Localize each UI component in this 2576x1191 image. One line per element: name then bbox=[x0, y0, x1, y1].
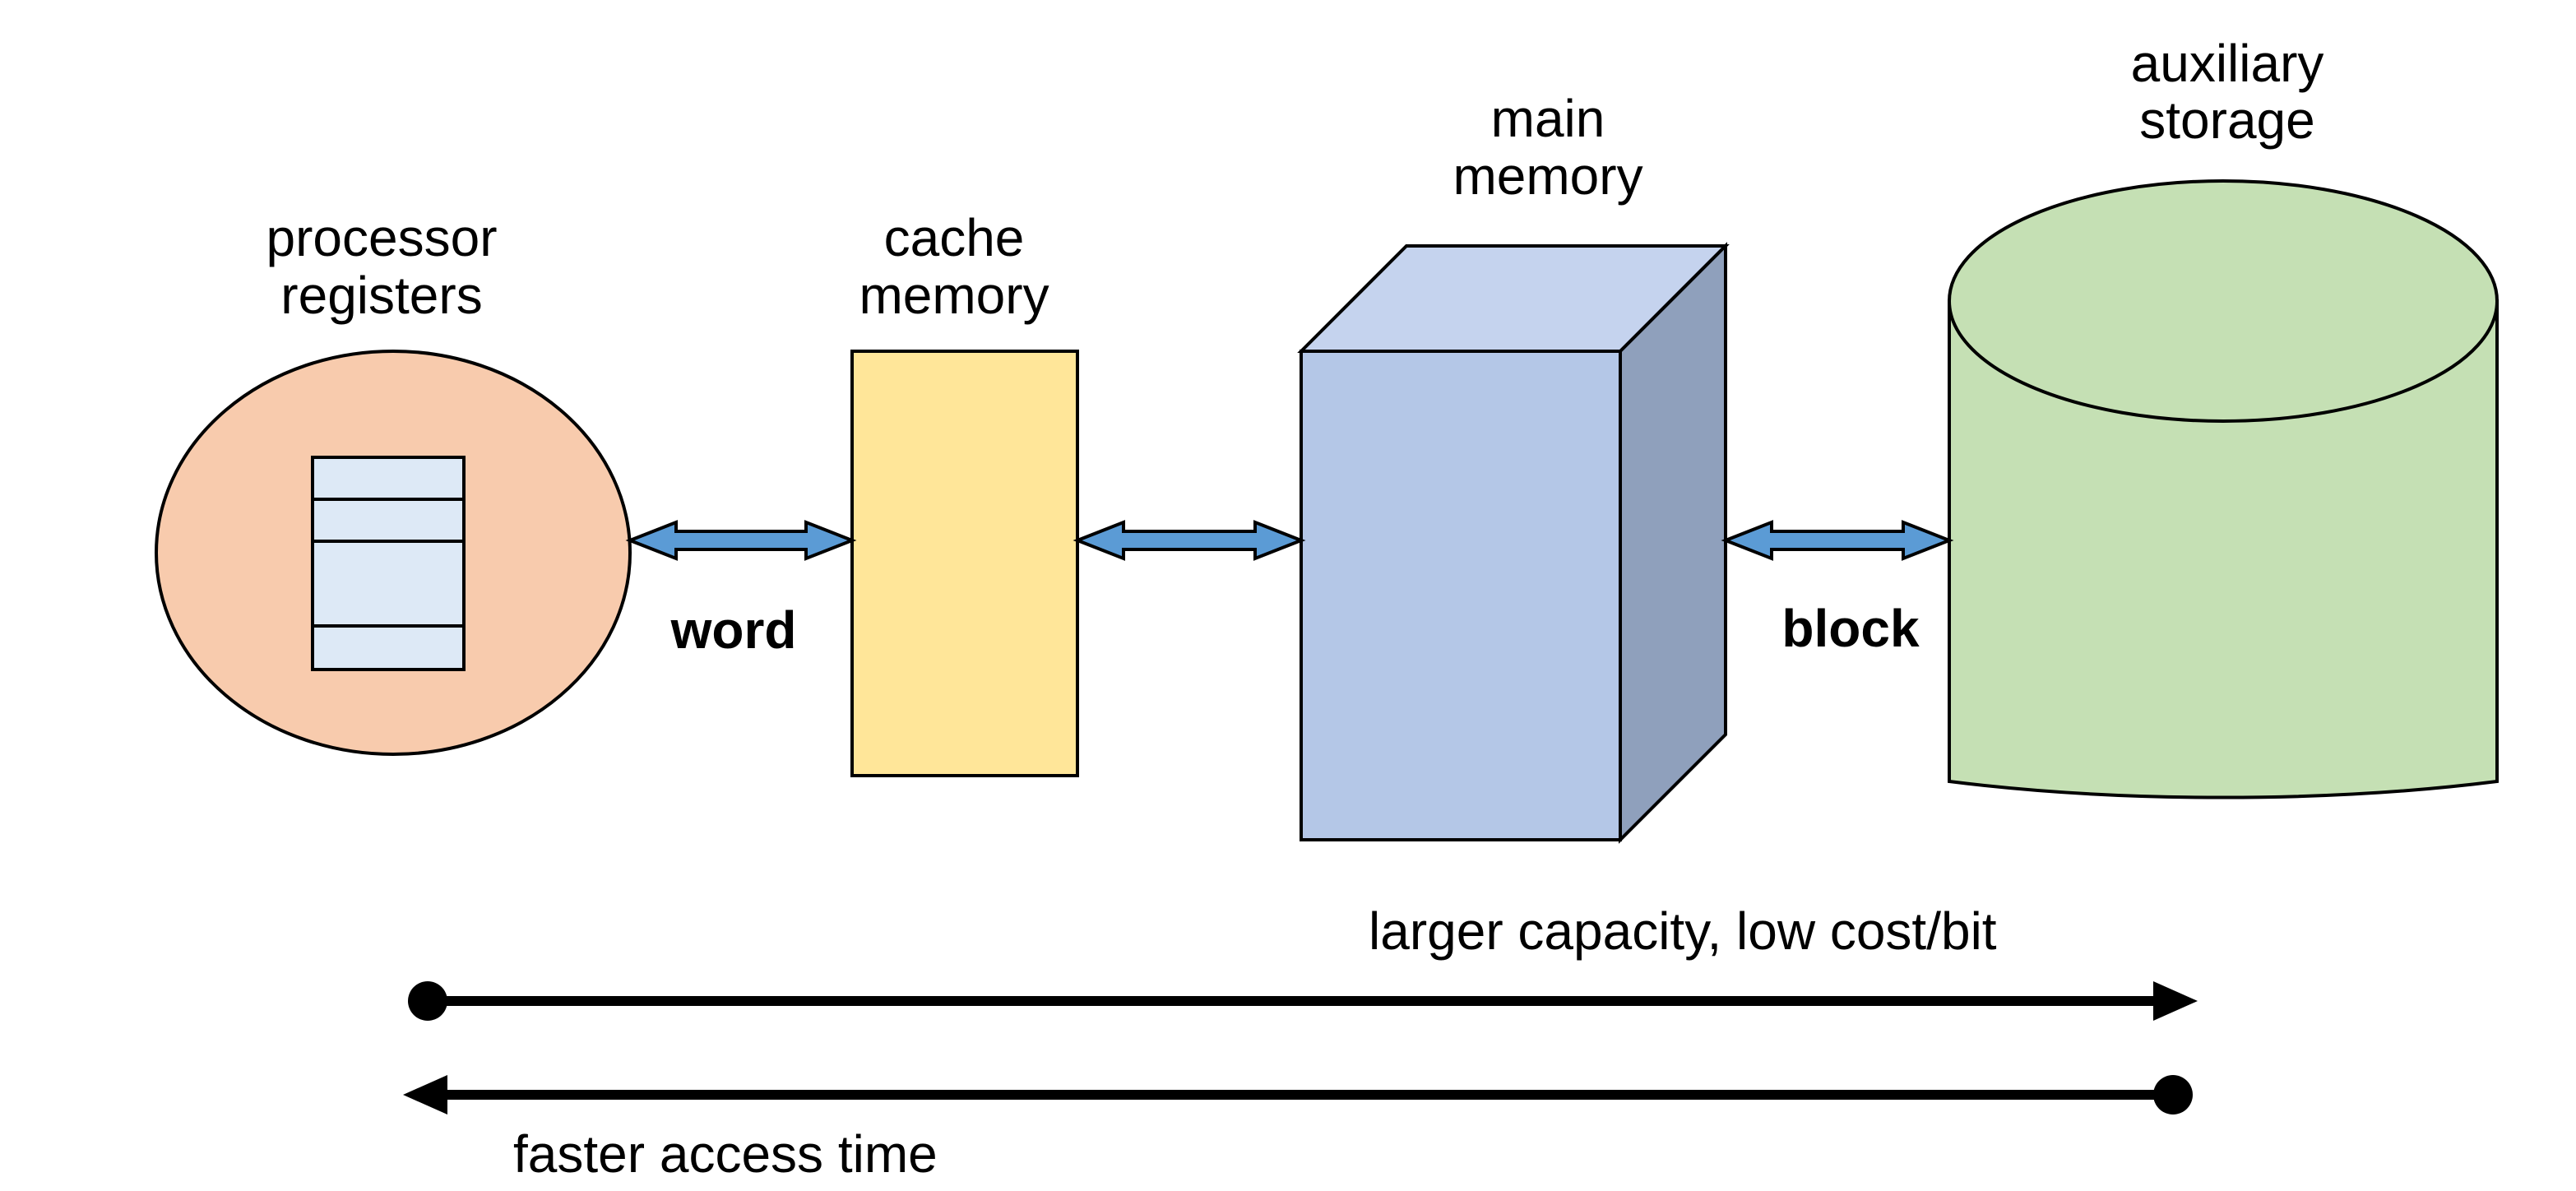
speed-arrow-start-dot bbox=[2153, 1075, 2193, 1115]
register-stack-box bbox=[311, 456, 466, 671]
cache-label-line2: memory bbox=[859, 266, 1049, 325]
cache-main-double-arrow bbox=[1073, 520, 1306, 561]
capacity-arrow-start-dot bbox=[408, 981, 447, 1021]
main-memory-label-line1: main bbox=[1491, 89, 1605, 148]
capacity-scale: larger capacity, low cost/bit bbox=[408, 901, 2198, 1021]
capacity-arrowhead bbox=[2153, 981, 2198, 1021]
auxiliary-storage: auxiliary storage bbox=[1948, 34, 2499, 799]
speed-arrowhead bbox=[403, 1075, 447, 1115]
registers-label-line1: processor bbox=[266, 208, 498, 267]
cache-memory: cache memory bbox=[850, 208, 1079, 777]
transfer-arrows: word block bbox=[625, 520, 1954, 660]
main-memory: main memory bbox=[1297, 89, 1730, 844]
speed-label: faster access time bbox=[513, 1124, 938, 1184]
registers-label-line2: registers bbox=[280, 266, 482, 325]
main-auxiliary-double-arrow bbox=[1721, 520, 1954, 561]
register-cache-double-arrow bbox=[625, 520, 857, 561]
speed-scale: faster access time bbox=[403, 1075, 2193, 1184]
auxiliary-label-line1: auxiliary bbox=[2131, 34, 2324, 93]
cache-label-line1: cache bbox=[884, 208, 1025, 267]
main-memory-front-face bbox=[1300, 350, 1622, 841]
block-transfer-label: block bbox=[1781, 599, 1920, 658]
main-memory-label-line2: memory bbox=[1452, 146, 1642, 206]
cache-box bbox=[850, 350, 1079, 777]
main-memory-side-face bbox=[1619, 242, 1727, 844]
processor-registers: processor registers bbox=[155, 208, 632, 756]
word-transfer-label: word bbox=[670, 600, 797, 660]
auxiliary-cylinder-body bbox=[1948, 299, 2499, 799]
auxiliary-cylinder-top bbox=[1948, 179, 2499, 423]
capacity-label: larger capacity, low cost/bit bbox=[1369, 901, 1997, 961]
register-stack bbox=[311, 456, 466, 671]
auxiliary-label-line2: storage bbox=[2139, 90, 2314, 150]
